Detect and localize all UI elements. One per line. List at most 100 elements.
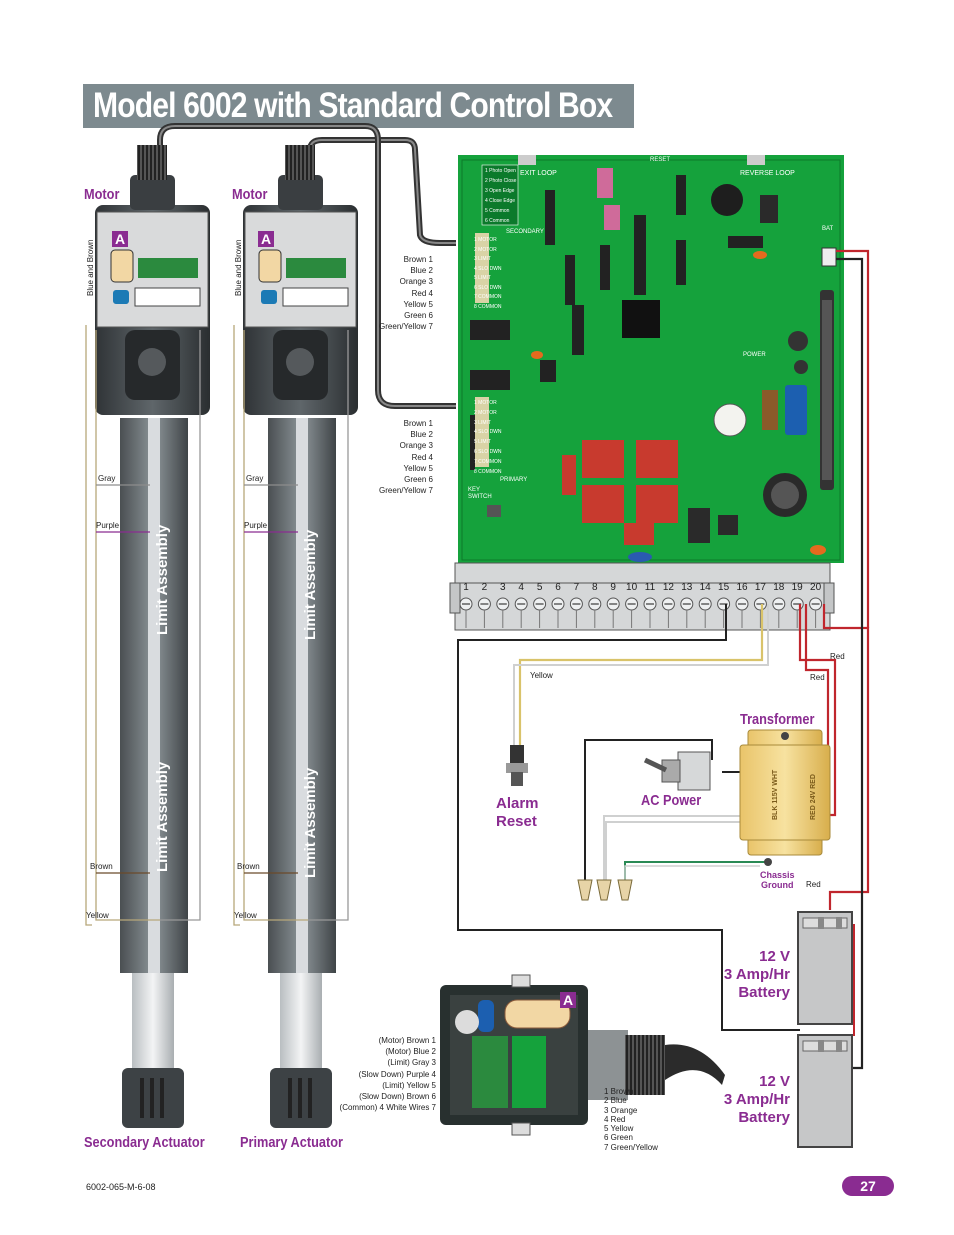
terminal-number: 6 bbox=[555, 582, 561, 593]
reverse-loop-label: REVERSE LOOP bbox=[740, 170, 795, 177]
gray-label-right: Gray bbox=[246, 474, 264, 483]
chassis-ground-label: Chassis Ground bbox=[760, 870, 795, 890]
reset-label: RESET bbox=[650, 157, 671, 163]
blue-brown-label-left: Blue and Brown bbox=[86, 239, 95, 296]
secondary-item: 8 COMMON bbox=[474, 303, 502, 310]
badge-a-right: A bbox=[258, 231, 274, 247]
battery-top-label: 12 V 3 Amp/Hr Battery bbox=[723, 948, 790, 1001]
motor-label-right: Motor bbox=[232, 186, 268, 203]
ac-power-toggle bbox=[643, 751, 711, 791]
transformer-left-label: BLK 115V WHT bbox=[772, 769, 779, 820]
battery-top bbox=[797, 911, 853, 1025]
terminal-number: 7 bbox=[573, 582, 580, 593]
transformer-right-label: RED 24V RED bbox=[810, 774, 817, 820]
power-label: POWER bbox=[743, 352, 766, 358]
motor-wire-list-bottom: Brown 1 Blue 2 Orange 3 Red 4 Yellow 5 G… bbox=[379, 419, 433, 496]
yellow-label-right: Yellow bbox=[234, 911, 257, 920]
terminal-number: 13 bbox=[681, 582, 693, 593]
terminal-number: 19 bbox=[791, 582, 803, 593]
footer-code: 6002-065-M-6-08 bbox=[86, 1182, 156, 1192]
transformer bbox=[739, 729, 831, 866]
alarm-reset-label: Alarm Reset bbox=[496, 795, 539, 830]
terminal-number: 10 bbox=[626, 582, 638, 593]
primary-item: 4 SLO DWN bbox=[474, 429, 502, 436]
secondary-actuator bbox=[95, 145, 210, 1128]
primary-item: 5 LIMIT bbox=[474, 439, 491, 446]
motor-label-left: Motor bbox=[84, 186, 120, 203]
yellow-label-left: Yellow bbox=[86, 911, 109, 920]
primary-item: 7 COMMON bbox=[474, 458, 502, 465]
secondary-item: 1 MOTOR bbox=[474, 237, 497, 243]
connector-item: 2 Photo Close bbox=[485, 178, 517, 184]
exit-loop-label: EXIT LOOP bbox=[520, 170, 557, 177]
terminal-number: 9 bbox=[610, 582, 616, 593]
wire-nuts bbox=[577, 879, 633, 901]
motor-cable-left bbox=[157, 123, 456, 409]
terminal-number: 3 bbox=[500, 582, 506, 593]
terminal-number: 18 bbox=[773, 582, 785, 593]
connector-item: 1 Photo Open bbox=[485, 168, 516, 174]
secondary-item: 6 SLO DWN bbox=[474, 284, 502, 291]
secondary-item: 2 MOTOR bbox=[474, 246, 497, 253]
badge-a-left: A bbox=[112, 231, 128, 247]
secondary-label: SECONDARY bbox=[506, 229, 544, 235]
purple-label-right: Purple bbox=[244, 521, 268, 530]
primary-item: 3 LIMIT bbox=[474, 419, 491, 426]
title-bar bbox=[83, 84, 634, 128]
terminal-number: 12 bbox=[662, 582, 674, 593]
limit-assembly-left-bottom: Limit Assembly bbox=[154, 761, 171, 872]
primary-item: 2 MOTOR bbox=[474, 409, 497, 416]
terminal-number: 15 bbox=[718, 582, 730, 593]
connector-item: 3 Open Edge bbox=[485, 188, 515, 194]
motor-cable-right bbox=[307, 137, 456, 246]
page-title: Model 6002 with Standard Control Box bbox=[93, 86, 613, 125]
secondary-actuator-label: Secondary Actuator bbox=[84, 1134, 205, 1151]
limit-assembly-right-top: Limit Assembly bbox=[302, 529, 319, 640]
terminal-number: 20 bbox=[810, 582, 822, 593]
terminal-number: 2 bbox=[481, 582, 488, 593]
secondary-item: 3 LIMIT bbox=[474, 256, 491, 262]
connector-item: 6 Common bbox=[485, 218, 510, 224]
terminal-strip bbox=[449, 562, 835, 631]
junction-left-list: (Motor) Brown 1 (Motor) Blue 2 (Limit) G… bbox=[339, 1036, 436, 1113]
key-switch-label: KEY SWITCH bbox=[468, 487, 492, 500]
brown-label-left: Brown bbox=[90, 862, 113, 871]
alarm-reset-switch bbox=[506, 745, 528, 786]
terminal-number: 17 bbox=[754, 582, 766, 593]
control-board bbox=[458, 155, 844, 563]
primary-item: 8 COMMON bbox=[474, 468, 502, 475]
limit-assembly-right-bottom: Limit Assembly bbox=[302, 767, 319, 878]
limit-assembly-left-top: Limit Assembly bbox=[154, 524, 171, 635]
connector-item: 5 Common bbox=[485, 208, 510, 214]
secondary-item: 7 COMMON bbox=[474, 294, 502, 300]
terminal-number: 16 bbox=[736, 582, 748, 593]
terminal-number: 5 bbox=[536, 582, 543, 593]
connector-item: 4 Close Edge bbox=[485, 198, 516, 204]
badge-a-junction: A bbox=[560, 992, 576, 1008]
wires bbox=[457, 249, 870, 1070]
purple-label-left: Purple bbox=[96, 521, 120, 530]
battery-bottom bbox=[797, 1034, 853, 1148]
secondary-item: 5 LIMIT bbox=[474, 275, 491, 281]
transformer-label: Transformer bbox=[740, 711, 815, 728]
page-number: 27 bbox=[842, 1176, 894, 1196]
junction-box bbox=[440, 974, 725, 1136]
primary-item: 1 MOTOR bbox=[474, 400, 497, 406]
brown-label-right: Brown bbox=[237, 862, 260, 871]
terminal-number: 8 bbox=[592, 582, 598, 593]
red-label-2: Red bbox=[810, 673, 825, 682]
terminal-number: 11 bbox=[644, 582, 656, 593]
yellow-label-alarm: Yellow bbox=[530, 671, 553, 680]
primary-label: PRIMARY bbox=[500, 477, 528, 483]
secondary-item: 4 SLO DWN bbox=[474, 265, 502, 272]
blue-brown-label-right: Blue and Brown bbox=[234, 239, 243, 296]
junction-right-list: 1 Brown 2 Blue 3 Orange 4 Red 5 Yellow 6… bbox=[604, 1087, 658, 1152]
bat-label: BAT bbox=[822, 226, 834, 232]
primary-actuator-label: Primary Actuator bbox=[240, 1134, 343, 1151]
gray-label-left: Gray bbox=[98, 474, 116, 483]
terminal-number: 4 bbox=[518, 582, 524, 593]
terminal-number: 14 bbox=[699, 582, 711, 593]
primary-item: 6 SLO DWN bbox=[474, 449, 502, 455]
terminal-number: 1 bbox=[463, 582, 469, 593]
